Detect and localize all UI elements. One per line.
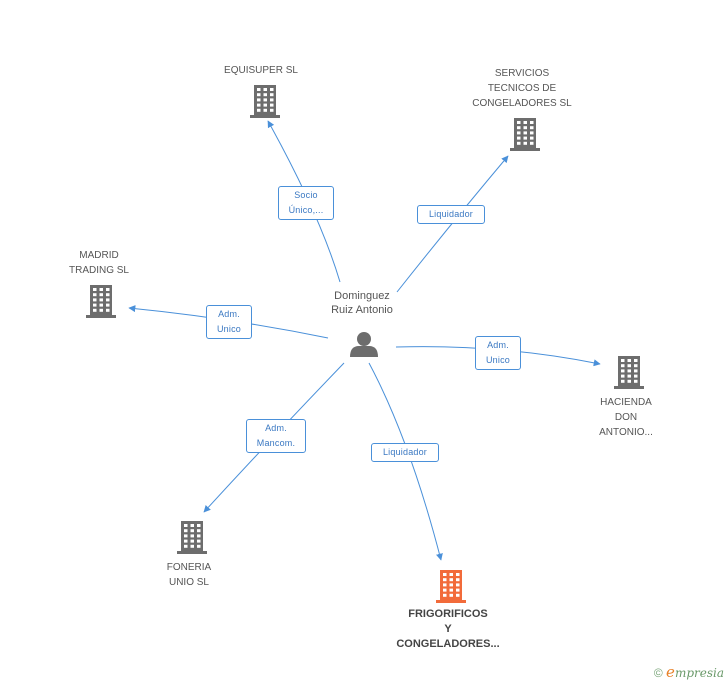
hacienda-line-2: DON: [614, 412, 638, 423]
company-label-servicios[interactable]: SERVICIOS TECNICOS DE CONGELADORES SL: [462, 66, 582, 111]
footer-brand[interactable]: © empresia: [654, 663, 724, 681]
servicios-line-2: TECNICOS DE: [487, 83, 557, 94]
building-icon-hacienda[interactable]: [614, 356, 644, 389]
brand-logo-initial: e: [666, 663, 675, 681]
building-icon-frigorificos[interactable]: [436, 570, 466, 603]
center-person-label[interactable]: Dominguez Ruiz Antonio: [312, 289, 412, 317]
building-icon-foneria[interactable]: [177, 521, 207, 554]
building-icon-equisuper[interactable]: [250, 85, 280, 118]
rel-servicios-line-1: Liquidador: [428, 209, 474, 219]
relation-box-servicios[interactable]: Liquidador: [417, 205, 485, 224]
company-label-frigorificos[interactable]: FRIGORIFICOS Y CONGELADORES...: [388, 607, 508, 652]
company-label-equisuper[interactable]: EQUISUPER SL: [211, 63, 311, 78]
rel-frigorificos-line-1: Liquidador: [382, 447, 428, 457]
building-icon-servicios[interactable]: [510, 118, 540, 151]
center-name-line-1: Dominguez: [334, 290, 390, 302]
rel-equisuper-line-2: Único,...: [288, 205, 324, 215]
copyright-icon: ©: [653, 666, 663, 680]
rel-madrid-line-1: Adm.: [218, 309, 240, 319]
frigorificos-line-1: FRIGORIFICOS: [408, 608, 488, 620]
rel-hacienda-line-1: Adm.: [487, 340, 509, 350]
foneria-line-2: UNIO SL: [168, 577, 209, 588]
madrid-line-1: MADRID: [79, 250, 119, 261]
rel-foneria-line-1: Adm.: [265, 423, 287, 433]
frigorificos-line-3: CONGELADORES...: [396, 638, 500, 650]
relation-box-frigorificos[interactable]: Liquidador: [371, 443, 439, 462]
rel-equisuper-line-1: Socio: [294, 190, 318, 200]
rel-madrid-line-2: Unico: [216, 324, 241, 334]
brand-logo-text: mpresia: [674, 666, 724, 680]
relation-box-equisuper[interactable]: Socio Único,...: [278, 186, 334, 220]
servicios-line-3: CONGELADORES SL: [472, 98, 572, 109]
hacienda-line-3: ANTONIO...: [599, 427, 653, 438]
madrid-line-2: TRADING SL: [68, 265, 129, 276]
relation-box-hacienda[interactable]: Adm. Unico: [475, 336, 521, 370]
rel-hacienda-line-2: Unico: [485, 355, 510, 365]
relation-box-madrid[interactable]: Adm. Unico: [206, 305, 252, 339]
servicios-line-1: SERVICIOS: [494, 68, 550, 79]
foneria-line-1: FONERIA: [166, 562, 212, 573]
edge-servicios: [396, 155, 509, 293]
company-label-madrid[interactable]: MADRID TRADING SL: [49, 248, 149, 278]
equisuper-line-1: EQUISUPER SL: [224, 65, 298, 76]
person-icon[interactable]: [350, 332, 378, 357]
hacienda-line-1: HACIENDA: [600, 397, 652, 408]
frigorificos-line-2: Y: [444, 623, 452, 635]
company-label-foneria[interactable]: FONERIA UNIO SL: [139, 560, 239, 590]
company-label-hacienda[interactable]: HACIENDA DON ANTONIO...: [576, 395, 676, 440]
building-icon-madrid[interactable]: [86, 285, 116, 318]
relation-box-foneria[interactable]: Adm. Mancom.: [246, 419, 306, 453]
rel-foneria-line-2: Mancom.: [256, 438, 296, 448]
center-name-line-2: Ruiz Antonio: [331, 304, 393, 316]
